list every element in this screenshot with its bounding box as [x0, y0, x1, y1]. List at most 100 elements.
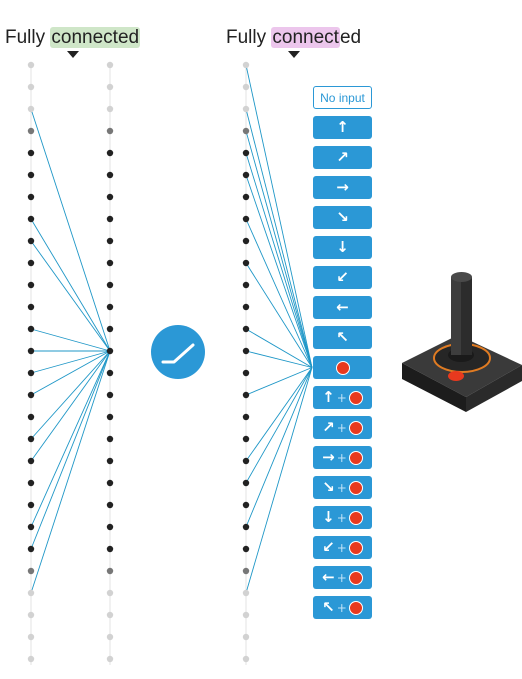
network-node: [106, 61, 114, 69]
direction-arrow-icon: ↓: [336, 238, 349, 256]
network-node: [106, 655, 114, 663]
network-node: [106, 545, 114, 553]
left-title-highlight: connected: [50, 27, 141, 48]
fire-button-icon: [348, 450, 363, 465]
network-node: [106, 149, 114, 157]
network-node: [242, 611, 250, 619]
network-node: [242, 369, 250, 377]
network-node: [242, 523, 250, 531]
network-node: [242, 149, 250, 157]
network-node: [106, 105, 114, 113]
network-node: [106, 303, 114, 311]
network-node: [106, 259, 114, 267]
connection-line: [245, 350, 313, 368]
right-title-highlight: connect: [271, 27, 340, 48]
action-button: ↑+: [313, 386, 372, 409]
network-node: [242, 303, 250, 311]
connection-line: [245, 367, 313, 396]
fire-button-icon: [348, 600, 363, 615]
network-node: [27, 127, 35, 135]
network-node: [27, 391, 35, 399]
connection-line: [30, 350, 111, 528]
network-node: [27, 633, 35, 641]
network-node: [106, 457, 114, 465]
network-node: [27, 413, 35, 421]
connection-line: [245, 328, 313, 368]
direction-arrow-icon: ↑: [322, 388, 335, 406]
network-node: [27, 611, 35, 619]
network-node: [106, 435, 114, 443]
action-label: No input: [320, 90, 365, 105]
action-button: ←: [313, 296, 372, 319]
connection-line: [30, 108, 111, 352]
network-node: [106, 215, 114, 223]
network-node: [242, 413, 250, 421]
connection-line: [30, 350, 111, 374]
connection-line: [245, 108, 313, 368]
relu-curve: [161, 343, 195, 364]
direction-arrow-icon: ↑: [336, 118, 349, 136]
network-node: [27, 259, 35, 267]
connection-line: [30, 350, 111, 550]
fire-button-icon: [348, 480, 363, 495]
left-title-prefix: Fully: [5, 27, 51, 48]
connection-line: [30, 350, 111, 594]
network-node: [27, 501, 35, 509]
network-node: [27, 61, 35, 69]
network-node: [27, 325, 35, 333]
connection-line: [245, 130, 313, 368]
plus-icon: +: [336, 480, 347, 495]
network-node: [27, 523, 35, 531]
network-node: [106, 237, 114, 245]
direction-arrow-icon: ←: [322, 568, 335, 586]
connection-line: [30, 350, 111, 462]
network-node: [242, 479, 250, 487]
right-title-prefix: Fully: [226, 27, 272, 48]
direction-arrow-icon: ↗: [336, 148, 349, 166]
action-button: ↖+: [313, 596, 372, 619]
network-node: [27, 215, 35, 223]
network-node: [106, 611, 114, 619]
network-node: [106, 589, 114, 597]
left-title-caret: [67, 51, 79, 58]
connection-line: [245, 218, 313, 368]
direction-arrow-icon: →: [322, 448, 335, 466]
network-node: [106, 523, 114, 531]
network-node: [27, 347, 35, 355]
fire-button-icon: [348, 390, 363, 405]
network-node: [106, 325, 114, 333]
action-button: ↙: [313, 266, 372, 289]
direction-arrow-icon: ↘: [336, 208, 349, 226]
network-node: [242, 193, 250, 201]
network-node: [27, 479, 35, 487]
connection-line: [245, 174, 313, 368]
network-node: [27, 303, 35, 311]
direction-arrow-icon: →: [336, 178, 349, 196]
network-node: [242, 435, 250, 443]
network-node: [242, 567, 250, 575]
network-node: [242, 457, 250, 465]
network-node: [106, 369, 114, 377]
direction-arrow-icon: ↗: [322, 418, 335, 436]
right-title-suffix: ed: [339, 27, 362, 48]
network-node: [27, 149, 35, 157]
plus-icon: +: [336, 510, 347, 525]
network-node: [242, 127, 250, 135]
plus-icon: +: [336, 570, 347, 585]
network-node: [27, 589, 35, 597]
network-node: [27, 369, 35, 377]
network-node: [106, 83, 114, 91]
action-button: →+: [313, 446, 372, 469]
fire-button-icon: [348, 570, 363, 585]
network-node: [242, 391, 250, 399]
connection-line: [30, 350, 111, 396]
network-node: [27, 457, 35, 465]
network-node: [27, 281, 35, 289]
network-node: [106, 567, 114, 575]
network-node: [242, 589, 250, 597]
connection-line: [30, 350, 111, 440]
network-node: [106, 479, 114, 487]
network-node: [106, 171, 114, 179]
action-no-input: No input: [313, 86, 372, 109]
